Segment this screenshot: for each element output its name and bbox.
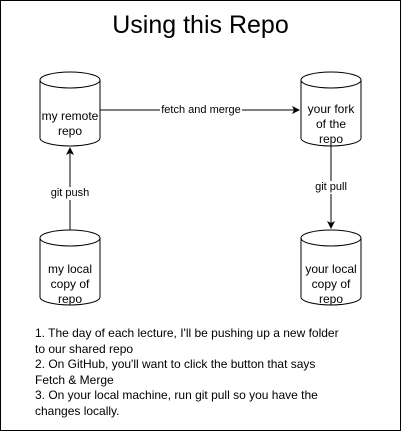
cylinder-remote-repo	[39, 71, 101, 147]
node-your-local-repo-line1: your local	[305, 262, 357, 276]
instruction-line: changes locally.	[35, 403, 120, 418]
node-fork-repo-line2: of the	[315, 117, 347, 131]
diagram-title: Using this Repo	[112, 11, 289, 39]
node-fork-repo-label: your fork of the repo	[301, 102, 361, 147]
node-remote-repo-line2: repo	[57, 124, 83, 138]
node-your-local-repo-label: your local copy of repo	[301, 262, 361, 307]
node-local-repo-line2: copy of	[50, 277, 90, 291]
node-local-repo-label: my local copy of repo	[40, 262, 100, 307]
instruction-line: 3. On your local machine, run git pull s…	[35, 388, 318, 402]
node-your-local-repo-line2: copy of	[311, 277, 351, 291]
node-local-repo-line3: repo	[57, 292, 83, 306]
edge-label-fetch-and-merge: fetch and merge	[160, 104, 242, 117]
cylinder-local-repo	[39, 229, 101, 306]
node-your-local-repo-line3: repo	[318, 292, 344, 306]
node-remote-repo-line1: my remote	[41, 109, 99, 123]
instruction-line: to our shared repo	[35, 341, 134, 356]
edge-label-git-pull: git pull	[312, 181, 350, 194]
instruction-line: Fetch & Merge	[35, 372, 114, 387]
node-fork-repo-line3: repo	[318, 132, 344, 146]
node-local-repo-line1: my local	[47, 262, 92, 276]
edge-label-git-push: git push	[48, 187, 92, 200]
cylinder-your-local-repo	[300, 229, 362, 306]
cylinder-fork-repo	[300, 71, 362, 147]
node-fork-repo-line1: your fork	[307, 102, 355, 116]
node-remote-repo-label: my remote repo	[40, 109, 100, 139]
instruction-line: 2. On GitHub, you'll want to click the b…	[35, 357, 316, 371]
instructions-text: 1. The day of each lecture, I'll be push…	[35, 326, 380, 419]
instruction-line: 1. The day of each lecture, I'll be push…	[35, 326, 339, 340]
